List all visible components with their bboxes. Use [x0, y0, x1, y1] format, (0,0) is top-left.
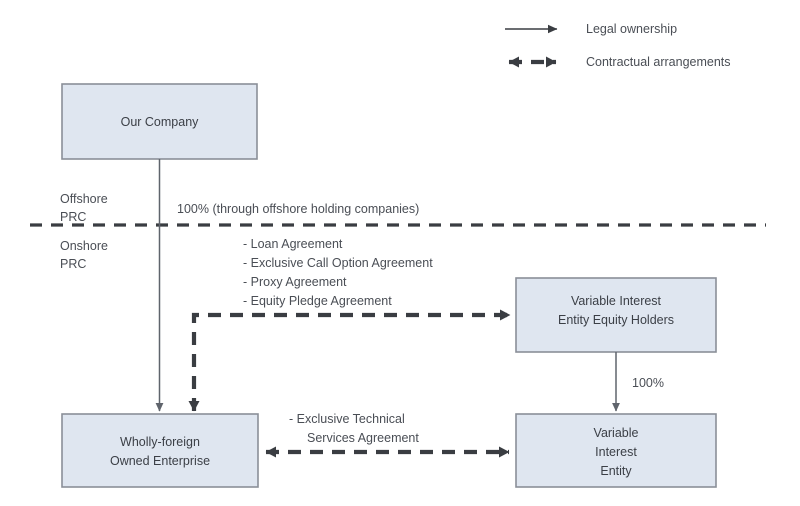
legend-item-legal-ownership: Legal ownership [505, 22, 677, 36]
vie-label-line3: Entity [600, 464, 632, 478]
offshore-onshore-divider: Offshore PRC Onshore PRC [30, 192, 766, 271]
legend: Legal ownership Contractual arrangements [505, 22, 731, 69]
vie-label-line2: Interest [595, 445, 637, 459]
agreement-item-equity-pledge: - Equity Pledge Agreement [243, 294, 392, 308]
wfoe-label-line2: Owned Enterprise [110, 454, 210, 468]
contractual-agreements-list: - Loan Agreement - Exclusive Call Option… [243, 237, 433, 308]
ownership-note-label: 100% (through offshore holding companies… [177, 202, 419, 216]
box-vie-equity-holders[interactable]: Variable Interest Entity Equity Holders [515, 277, 717, 353]
our-company-box-shape [61, 83, 258, 160]
divider-label-offshore-line2: PRC [60, 210, 86, 224]
services-agreement-label-line1: - Exclusive Technical [289, 412, 405, 426]
divider-label-offshore-line1: Offshore [60, 192, 108, 206]
legend-label-legal-ownership: Legal ownership [586, 22, 677, 36]
agreement-item-exclusive-call-option: - Exclusive Call Option Agreement [243, 256, 433, 270]
vie-equity-holders-label-line2: Entity Equity Holders [558, 313, 674, 327]
our-company-label: Our Company [121, 115, 200, 129]
vie-equity-holders-box-shape [515, 277, 717, 353]
legend-label-contractual-arrangements: Contractual arrangements [586, 55, 731, 69]
vie-label-line1: Variable [594, 426, 639, 440]
box-vie[interactable]: Variable Interest Entity [515, 413, 717, 488]
box-our-company[interactable]: Our Company [61, 83, 258, 160]
vie-equity-holders-label-line1: Variable Interest [571, 294, 662, 308]
divider-label-onshore-line1: Onshore [60, 239, 108, 253]
agreement-item-loan: - Loan Agreement [243, 237, 343, 251]
legend-item-contractual-arrangements: Contractual arrangements [508, 55, 731, 69]
wfoe-label-line1: Wholly-foreign [120, 435, 200, 449]
box-wfoe[interactable]: Wholly-foreign Owned Enterprise [61, 413, 259, 488]
vie-ownership-percent-label: 100% [632, 376, 664, 390]
services-agreement-label-line2: Services Agreement [307, 431, 419, 445]
vie-box-shape [515, 413, 717, 488]
wfoe-box-shape [61, 413, 259, 488]
contractual-arrow-wfoe-to-vie-equity-holders [188, 309, 511, 412]
divider-label-onshore-line2: PRC [60, 257, 86, 271]
agreement-item-proxy: - Proxy Agreement [243, 275, 347, 289]
